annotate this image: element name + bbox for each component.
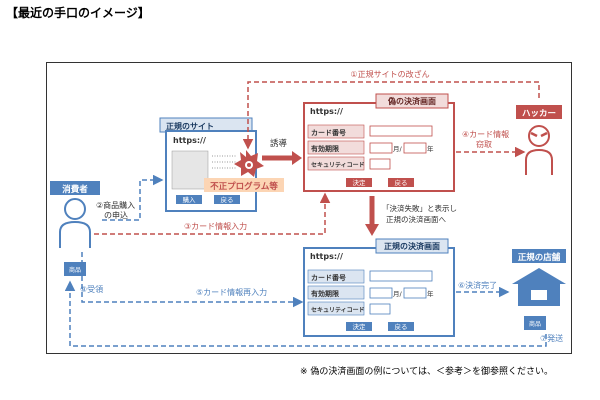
step-2-label-a: ②商品購入 <box>96 200 135 210</box>
svg-text:年: 年 <box>427 289 434 298</box>
page-title: 【最近の手口のイメージ】 <box>6 6 150 20</box>
svg-text:月/: 月/ <box>393 145 403 153</box>
real-confirm-button[interactable] <box>346 322 372 331</box>
legit-site-title: 正規のサイト <box>166 121 214 131</box>
step-3-label: ③カード情報入力 <box>184 221 247 231</box>
fake-month-input[interactable] <box>369 142 393 154</box>
fake-screen-title: 偽の決済画面 <box>387 96 436 106</box>
real-screen-url: https:// <box>310 252 343 261</box>
real-field-card-label: カード番号 <box>311 273 346 282</box>
real-back-button[interactable] <box>388 322 414 331</box>
goods-label-store: 商品 <box>529 320 541 328</box>
real-year-input[interactable] <box>403 287 427 299</box>
real-field-expiry-label: 有効期限 <box>311 289 340 298</box>
fake-cvc-input[interactable] <box>369 158 391 170</box>
footnote: ※ 偽の決済画面の例については、＜参考＞を御参照ください。 <box>300 367 553 377</box>
goods-box-store-icon: 商品 <box>524 316 546 330</box>
hacker-label: ハッカー <box>522 109 556 119</box>
svg-text:年: 年 <box>427 144 434 153</box>
svg-text:購入: 購入 <box>183 195 197 204</box>
fake-card-input[interactable] <box>369 125 433 137</box>
real-screen-title-bg <box>375 238 449 254</box>
svg-text:月/: 月/ <box>393 290 403 298</box>
flow-card-reinput <box>81 252 304 308</box>
fail-label-b: 正規の決済画面へ <box>386 214 446 224</box>
step-4-label-b: 窃取 <box>476 139 492 149</box>
malware-bug-icon <box>234 150 264 177</box>
real-field-cvc-label: セキュリティコード <box>311 307 365 314</box>
fake-screen-url: https:// <box>310 107 343 116</box>
legit-back-button[interactable] <box>214 195 240 204</box>
real-month-input[interactable] <box>369 287 393 299</box>
flow-purchase-request <box>102 174 164 221</box>
malware-label: 不正プログラム等 <box>210 181 278 192</box>
svg-text:決定: 決定 <box>353 178 367 187</box>
fake-back-button[interactable] <box>388 178 414 187</box>
store-label: 正規の店舗 <box>518 252 561 263</box>
step-7-label: ⑦発送 <box>540 333 563 343</box>
step-4-label-a: ④カード情報 <box>462 129 509 139</box>
malware-label-bg <box>204 178 284 192</box>
diagram-frame <box>46 62 572 354</box>
flow-card-input <box>94 192 331 235</box>
hacker-label-bg <box>516 105 562 119</box>
consumer-label-bg <box>50 181 100 195</box>
hacker-person-icon <box>525 125 553 175</box>
real-payment-screen: 正規の決済画面 https:// カード番号 有効期限 セキュリティコード 月/… <box>303 238 455 337</box>
real-card-input[interactable] <box>369 270 433 282</box>
step-1-label: ①正規サイトの改ざん <box>350 69 429 79</box>
fake-field-expiry-label: 有効期限 <box>311 144 340 153</box>
store-building-icon <box>512 268 566 306</box>
goods-box-icon: 商品 <box>64 262 86 276</box>
flow-shipping <box>64 280 547 347</box>
step-8-label: ⑧受領 <box>80 284 103 294</box>
real-cvc-input[interactable] <box>369 303 391 315</box>
fake-confirm-button[interactable] <box>346 178 372 187</box>
fake-field-card-label: カード番号 <box>311 128 346 137</box>
store-label-bg <box>512 249 566 263</box>
redirect-label: 誘導 <box>270 138 288 149</box>
svg-text:戻る: 戻る <box>221 195 234 204</box>
step-2-label-b: の申込 <box>104 210 128 220</box>
legit-site-image <box>171 150 209 190</box>
fake-payment-screen: 偽の決済画面 https:// カード番号 有効期限 セキュリティコード 月/ … <box>303 93 455 192</box>
step-6-label: ⑥決済完了 <box>458 280 497 290</box>
fake-screen-title-bg <box>375 93 449 109</box>
svg-text:決定: 決定 <box>353 322 367 331</box>
fake-year-input[interactable] <box>403 142 427 154</box>
step-5-label: ⑤カード情報再入力 <box>196 287 267 297</box>
legit-buy-button[interactable] <box>176 195 202 204</box>
legit-site-url: https:// <box>173 136 206 145</box>
svg-text:戻る: 戻る <box>395 178 408 187</box>
consumer-label: 消費者 <box>62 184 88 195</box>
real-screen-title: 正規の決済画面 <box>384 241 440 251</box>
consumer-person-icon <box>59 198 91 248</box>
fail-label-a: 「決済失敗」と表示し <box>382 203 457 213</box>
svg-text:戻る: 戻る <box>395 322 408 331</box>
goods-label-consumer: 商品 <box>69 266 81 274</box>
flow-site-tampering <box>242 81 540 150</box>
fake-field-cvc-label: セキュリティコード <box>311 162 365 169</box>
